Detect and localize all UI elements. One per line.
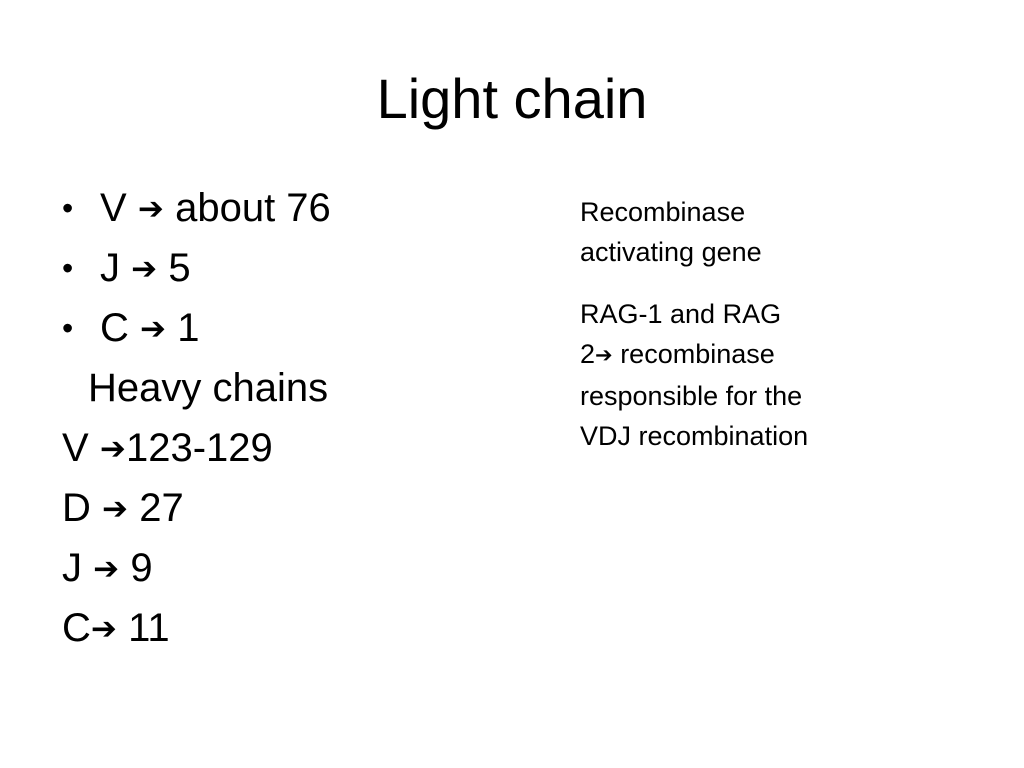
bullet-icon: •: [62, 190, 74, 226]
list-item-heavy-v: V ➔123-129: [62, 418, 542, 478]
segment-label: C: [62, 606, 91, 650]
rag-note: RAG-1 and RAG 2➔ recombinase responsible…: [580, 294, 900, 456]
arrow-right-icon: ➔: [595, 343, 613, 367]
segment-count: 123-129: [125, 426, 273, 470]
arrow-right-icon: ➔: [102, 491, 129, 527]
list-item-light-v: • V ➔ about 76: [62, 178, 542, 238]
recombinase-note: Recombinase activating gene: [580, 192, 900, 272]
note-number: 2: [580, 339, 596, 369]
segment-label: J: [100, 246, 120, 290]
segment-count: about 76: [175, 186, 331, 230]
segment-count: 9: [130, 546, 153, 590]
note-line: VDJ recombination: [580, 420, 809, 451]
list-item-light-c: • C ➔ 1: [62, 298, 542, 358]
segment-label: D: [62, 486, 91, 530]
segment-label: C: [100, 306, 129, 350]
segment-count: 1: [177, 306, 200, 350]
list-item-light-j: • J ➔ 5: [62, 238, 542, 298]
note-line: responsible for the: [580, 380, 803, 411]
list-item-heavy-d: D ➔ 27: [62, 478, 542, 538]
arrow-right-icon: ➔: [90, 611, 118, 647]
arrow-right-icon: ➔: [131, 251, 158, 287]
notes-column: Recombinase activating gene RAG-1 and RA…: [580, 192, 900, 478]
arrow-right-icon: ➔: [99, 431, 126, 467]
note-line: RAG-1 and RAG: [580, 299, 782, 329]
list-item-heavy-j: J ➔ 9: [62, 538, 542, 598]
arrow-right-icon: ➔: [140, 311, 167, 347]
segment-count: 27: [139, 486, 184, 530]
gene-segment-list: • V ➔ about 76 • J ➔ 5 • C ➔ 1 Heavy chains…: [62, 178, 542, 658]
note-line: 2➔ recombinase: [580, 334, 900, 376]
slide-title: Light chain: [376, 67, 648, 130]
segment-label: J: [62, 546, 82, 590]
arrow-right-icon: ➔: [137, 191, 164, 227]
list-item-heavy-c: C➔ 11: [62, 598, 542, 658]
heavy-chain-heading: Heavy chains: [88, 366, 329, 410]
segment-label: V: [100, 186, 127, 230]
segment-label: V: [62, 426, 89, 470]
bullet-icon: •: [62, 310, 74, 346]
segment-count: 5: [168, 246, 191, 290]
bullet-icon: •: [62, 250, 74, 286]
note-line: Recombinase: [580, 197, 746, 227]
note-text: recombinase: [620, 339, 775, 369]
segment-count: 11: [128, 606, 170, 650]
note-line: activating gene: [580, 237, 762, 267]
arrow-right-icon: ➔: [93, 551, 120, 587]
